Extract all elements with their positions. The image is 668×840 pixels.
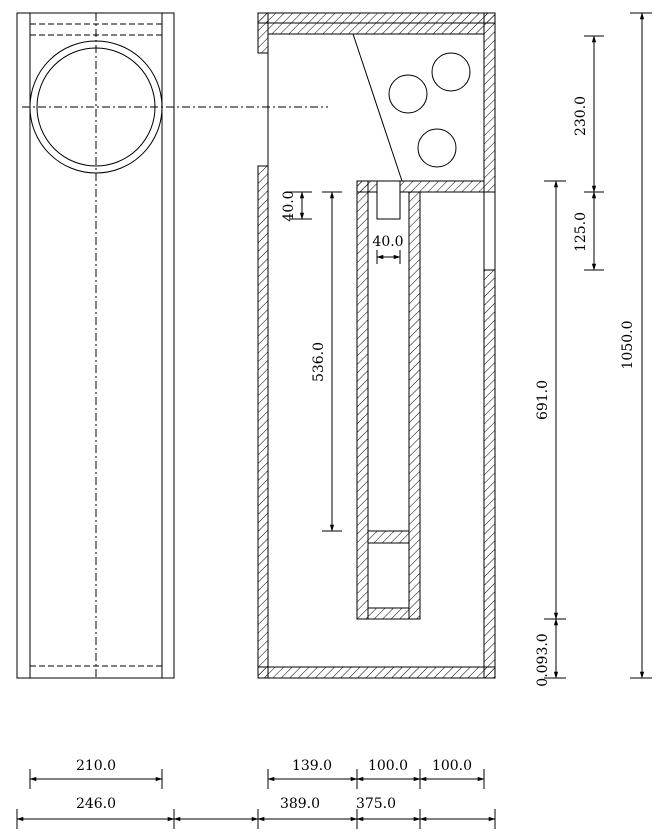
dim-bottom-height: 0.093.0	[535, 633, 551, 686]
dim-front-width: 210.0	[76, 758, 116, 774]
duct-left-wall	[356, 180, 369, 620]
chamber-diagonal	[352, 33, 403, 182]
left-wall-upper	[257, 12, 269, 54]
dim-position-1: 389.0	[280, 796, 320, 812]
bottom-wall	[257, 666, 496, 679]
damping-hole-3	[417, 128, 457, 168]
front-view	[16, 12, 328, 679]
dim-total-height: 1050.0	[620, 321, 636, 370]
left-wall-lower	[257, 165, 269, 679]
dim-port-cap-width: 40.0	[372, 234, 403, 250]
dim-position-2: 375.0	[356, 796, 396, 812]
top-wall	[257, 12, 496, 24]
duct-bottom	[367, 607, 410, 620]
duct-plug	[367, 530, 410, 544]
dim-port-cap-height: 40.0	[281, 190, 297, 221]
section-view	[257, 12, 496, 679]
dimensions: 40.0 40.0 536.0 230.0 125.0 691.0 0.093.…	[16, 12, 652, 829]
duct-right-wall	[408, 191, 421, 620]
chamber-shelf	[356, 180, 485, 193]
dim-duct-height: 536.0	[311, 342, 327, 382]
dim-front-outer-width: 246.0	[76, 796, 116, 812]
right-wall-upper	[483, 12, 496, 193]
dim-inner-height: 691.0	[535, 380, 551, 420]
right-wall-lower	[483, 269, 496, 679]
damping-hole-1	[388, 74, 428, 114]
dim-port-opening: 125.0	[573, 212, 589, 252]
dim-section-w2: 100.0	[368, 758, 408, 774]
dim-section-w3: 100.0	[432, 758, 472, 774]
port-cap	[376, 180, 401, 220]
damping-hole-2	[431, 52, 471, 92]
dim-top-chamber: 230.0	[573, 96, 589, 136]
dim-section-w1: 139.0	[292, 758, 332, 774]
top-wall-inner	[267, 22, 485, 35]
